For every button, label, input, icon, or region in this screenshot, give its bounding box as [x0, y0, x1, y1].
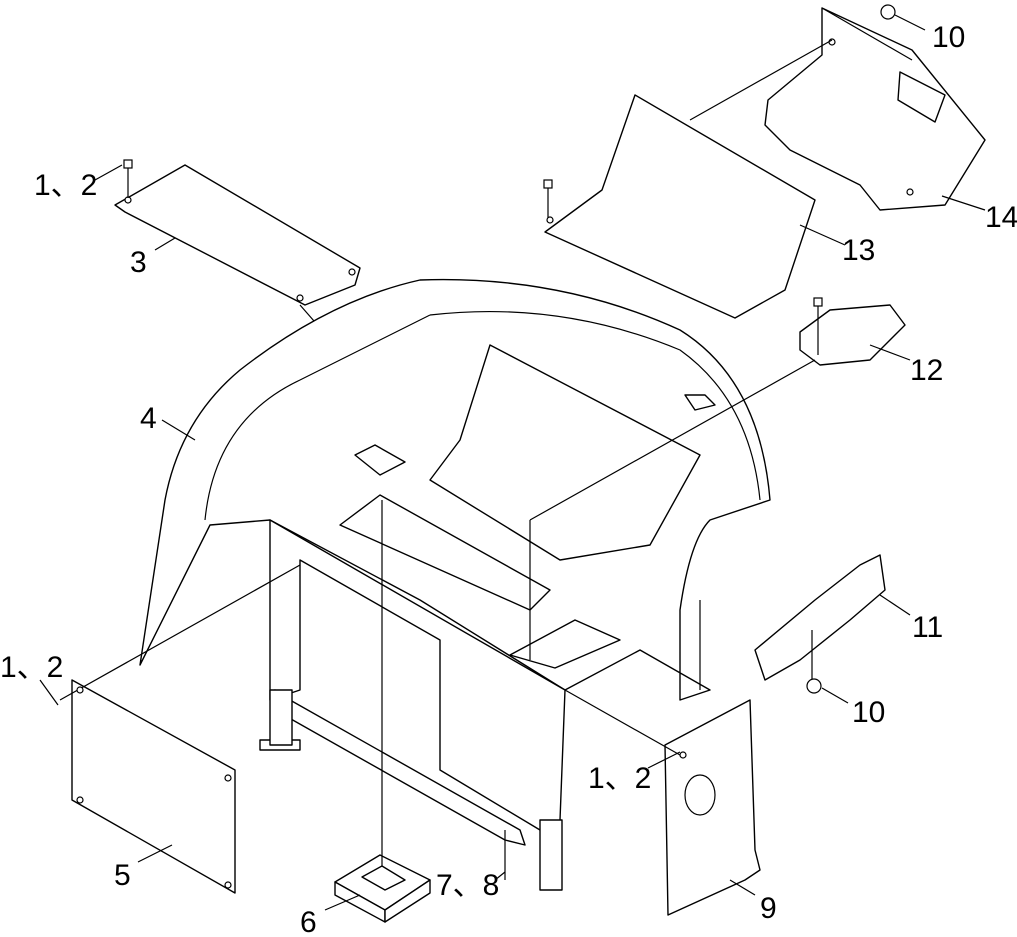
callout-9: 9 [760, 892, 777, 925]
callout-3: 3 [130, 246, 147, 279]
callout-10-bottom: 10 [852, 696, 885, 729]
callout-14: 14 [985, 201, 1017, 234]
callout-10-top: 10 [932, 21, 965, 54]
bolt-icon [123, 159, 133, 169]
part-3-plate [114, 159, 361, 346]
callout-1-2-left: 1、2 [0, 651, 63, 684]
part-13-plate [543, 39, 833, 319]
callout-6: 6 [300, 906, 317, 937]
callout-7-8: 7、8 [436, 869, 499, 902]
part-5-panel [59, 564, 301, 894]
part-10-nut-bottom [806, 678, 822, 694]
part-9-panel [564, 689, 761, 916]
callout-1-2-right: 1、2 [588, 762, 651, 795]
callout-5: 5 [114, 859, 131, 892]
part-10-nut-top [880, 4, 896, 20]
part-14-bracket [764, 4, 986, 211]
leader-lines [39, 14, 986, 911]
bolt-icon [543, 179, 553, 189]
callout-13: 13 [842, 234, 875, 267]
part-12-cover [799, 297, 906, 366]
callout-12: 12 [910, 354, 943, 387]
callout-4: 4 [140, 402, 157, 435]
part-6-block [334, 500, 431, 923]
callout-1-2-top: 1、2 [34, 169, 97, 202]
part-4-housing [139, 278, 771, 891]
callout-11: 11 [912, 611, 943, 644]
part-11-strip [754, 554, 886, 694]
bolt-icon [813, 297, 823, 307]
